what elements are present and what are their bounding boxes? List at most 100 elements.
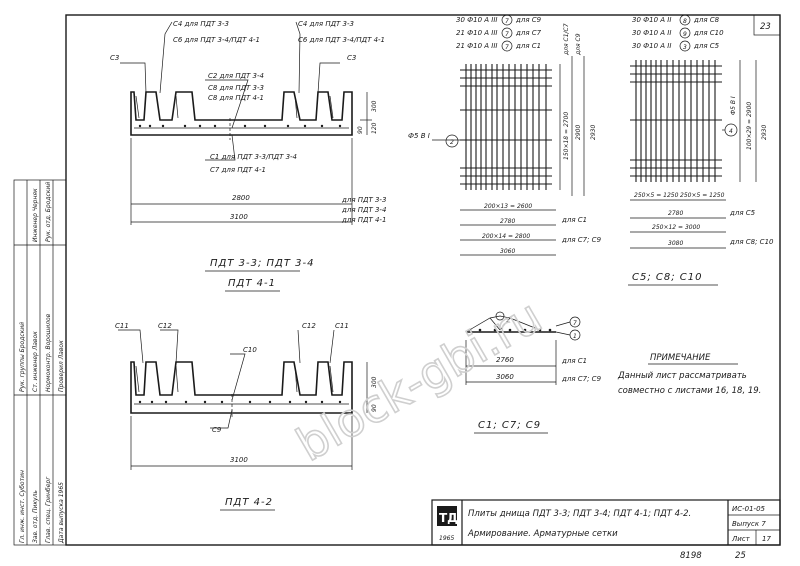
mesh-a: 30 Ф10 А III 7 для С9 21 Ф10 А III 7 для… xyxy=(408,14,602,256)
side-note: для ПДТ 3-3 xyxy=(341,196,386,204)
dim-90: 90 xyxy=(357,126,364,134)
legend-tail: для С9 xyxy=(515,16,542,24)
footer-right: 25 xyxy=(735,551,746,561)
bar-label: Ф5 В I xyxy=(730,96,737,115)
plan-b-title: ПДТ 4-2 xyxy=(225,497,273,508)
dim-bottom: 3060 xyxy=(500,248,515,255)
stamp-row: Зав. отд. Пикуль xyxy=(32,490,39,543)
dim-120: 120 xyxy=(371,122,378,134)
dim-bottom: 250×12 = 3000 xyxy=(652,224,700,231)
legend-tail: для С7 xyxy=(515,29,542,37)
label-c3-right: С3 xyxy=(347,54,356,62)
legend-row: 21 Ф10 А III xyxy=(456,29,498,37)
legend-num: 8 xyxy=(683,18,687,25)
dim-vertical: 2930 xyxy=(761,125,768,140)
mesh-tag: для С5 xyxy=(729,209,756,217)
dim-300: 300 xyxy=(371,100,378,112)
label-c11: С11 xyxy=(335,322,349,330)
plan-a-section: С4 для ПДТ 3-3 С6 для ПДТ 3-4/ПДТ 4-1 С4… xyxy=(110,20,386,292)
mesh-b-grid xyxy=(630,60,722,182)
title-line-2: Армирование. Арматурные сетки xyxy=(467,529,618,539)
legend-num: 7 xyxy=(505,44,509,51)
dim-vertical: 100×29 = 2900 xyxy=(746,102,753,150)
label-c11: С11 xyxy=(115,322,129,330)
logo-year: 1965 xyxy=(439,535,454,542)
dim-bottom: 200×14 = 2800 xyxy=(482,233,530,240)
legend-tail: для С5 xyxy=(693,42,720,50)
bar-label: Ф5 В I xyxy=(408,132,430,140)
dim-vertical: 150×18 = 2700 xyxy=(563,112,570,160)
label-c3-left: С3 xyxy=(110,54,119,62)
label-c9: С9 xyxy=(212,426,222,434)
title-line-1: Плиты днища ПДТ 3-3; ПДТ 3-4; ПДТ 4-1; П… xyxy=(468,509,691,519)
mesh-tag: для С7; С9 xyxy=(561,236,602,244)
sheet-no: 17 xyxy=(762,535,771,543)
note-line: совместно с листами 16, 18, 19. xyxy=(618,386,761,396)
callout-c6: С6 для ПДТ 3-4/ПДТ 4-1 xyxy=(298,36,385,44)
rebar-dots xyxy=(138,400,342,404)
dim-bottom: 250×5 = 1250 xyxy=(680,192,725,199)
dim-vertical: для С1/С7 xyxy=(563,23,570,56)
legend-num: 7 xyxy=(505,18,509,25)
dim-3060: 3060 xyxy=(496,373,514,381)
label-c12: С12 xyxy=(302,322,316,330)
callout-c2: С2 для ПДТ 3-4 xyxy=(208,72,264,80)
sheet-number-box xyxy=(753,14,781,36)
mesh-tag: для С8; С10 xyxy=(729,238,774,246)
bar-number: 2 xyxy=(450,139,454,146)
legend-row: 30 Ф10 А III xyxy=(456,16,498,24)
legend-row: 30 Ф10 А II xyxy=(632,16,671,24)
rebar-dots xyxy=(468,328,552,332)
side-note: для ПДТ 3-4 xyxy=(341,206,386,214)
label-c12: С12 xyxy=(158,322,172,330)
dim-bottom: 2780 xyxy=(668,210,683,217)
issue-number: Выпуск 7 xyxy=(732,520,766,528)
section-tag: для С1 xyxy=(561,357,587,365)
legend-row: 30 Ф10 А II xyxy=(632,42,671,50)
dim-bottom: 200×13 = 2600 xyxy=(484,203,532,210)
legend-num: 9 xyxy=(683,31,687,38)
section-num: 1 xyxy=(573,333,577,340)
bar-number: 4 xyxy=(729,128,733,135)
stamp-row: Инженер Черняк xyxy=(32,188,39,242)
legend-tail: для С1 xyxy=(515,42,541,50)
footer-left: 8198 xyxy=(680,551,702,561)
stamp-row: Дата выпуска 1965 xyxy=(58,482,65,544)
legend-num: 7 xyxy=(505,31,509,38)
dim-vertical: для С9 xyxy=(575,33,582,56)
dim-3100: 3100 xyxy=(230,213,248,221)
callout-c8: С8 для ПДТ 4-1 xyxy=(208,94,264,102)
mesh-b-title: С5; С8; С10 xyxy=(632,272,703,283)
logo-text: ТД xyxy=(439,511,458,525)
callout-c8: С8 для ПДТ 3-3 xyxy=(208,84,264,92)
logo-mark xyxy=(437,506,457,526)
dim-vertical: 2930 xyxy=(590,125,597,140)
label-c10: С10 xyxy=(243,346,257,354)
rebar-dots xyxy=(138,124,342,128)
section-c1: 7 1 2760 3060 для С1 для С7; С9 С1; С7; … xyxy=(465,311,602,434)
note-heading: ПРИМЕЧАНИЕ xyxy=(650,353,711,363)
sheet-label: Лист xyxy=(731,535,751,543)
section-tag: для С7; С9 xyxy=(561,375,602,383)
callout-c4: С4 для ПДТ 3-3 xyxy=(298,20,354,28)
callout-c4: С4 для ПДТ 3-3 xyxy=(173,20,229,28)
stamp-row: Рук. группы Бродский xyxy=(19,322,26,392)
sheet-number: 23 xyxy=(760,22,771,32)
section-title: С1; С7; С9 xyxy=(478,420,541,431)
dim-300: 300 xyxy=(371,376,378,388)
dim-vertical: 2900 xyxy=(575,125,582,140)
legend-tail: для С8 xyxy=(693,16,720,24)
callout-c1: С1 для ПДТ 3-3/ПДТ 3-4 xyxy=(210,153,297,161)
note-block: ПРИМЕЧАНИЕ Данный лист рассматривать сов… xyxy=(617,353,761,396)
legend-row: 21 Ф10 А III xyxy=(456,42,498,50)
side-note: для ПДТ 4-1 xyxy=(341,216,386,224)
section-num: 7 xyxy=(573,320,577,327)
stamp-row: Глав. спец. Гринберг xyxy=(45,476,52,543)
plan-a-title-1: ПДТ 3-3; ПДТ 3-4 xyxy=(210,258,314,269)
mesh-b: 30 Ф10 А II 8 для С8 30 Ф10 А II 9 для С… xyxy=(628,14,774,286)
left-stamp: Гл. инж. инст. Суботин Зав. отд. Пикуль … xyxy=(13,179,67,546)
stamp-row: Проверил Лавок xyxy=(58,340,65,392)
dim-2760: 2760 xyxy=(496,356,514,364)
dim-90: 90 xyxy=(371,404,378,412)
